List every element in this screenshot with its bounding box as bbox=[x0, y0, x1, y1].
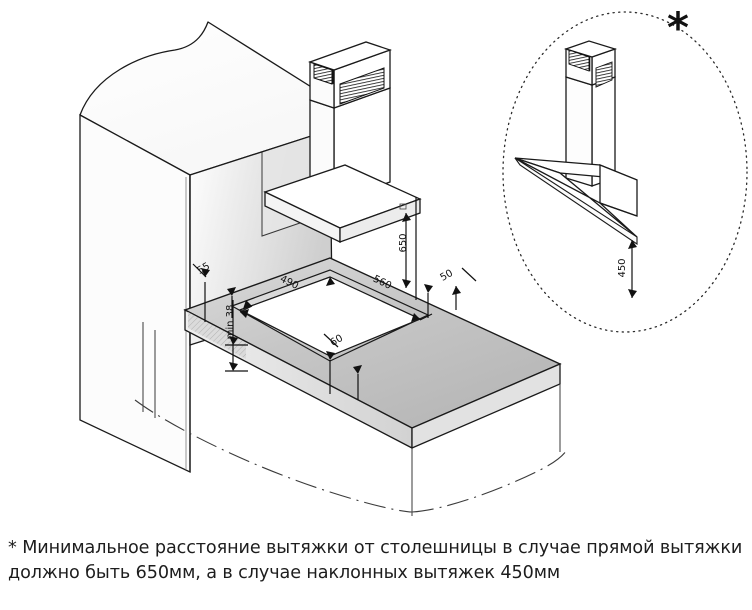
dimension-lines-main bbox=[192, 197, 477, 400]
dim-min38: min 38 bbox=[225, 305, 236, 340]
installation-diagram-svg: 55 min 38 490 560 50 60 650 * bbox=[79, 3, 748, 516]
inset-asterisk: * bbox=[667, 3, 689, 52]
cabinet-hidden-outline bbox=[134, 399, 569, 513]
caption-note: * Минимальное расстояние вытяжки от стол… bbox=[8, 538, 743, 583]
dimension-arrowheads-main bbox=[201, 213, 461, 374]
dim-650: 650 bbox=[398, 233, 409, 252]
dim-50: 50 bbox=[438, 268, 455, 284]
wall-backsplash bbox=[79, 21, 333, 474]
inclined-hood-inset: * bbox=[502, 3, 748, 333]
cabinet-vertical-edges bbox=[142, 322, 561, 516]
range-hood-straight bbox=[263, 41, 422, 244]
dim-450: 450 bbox=[617, 258, 628, 277]
inset-ellipse-border bbox=[502, 11, 748, 333]
